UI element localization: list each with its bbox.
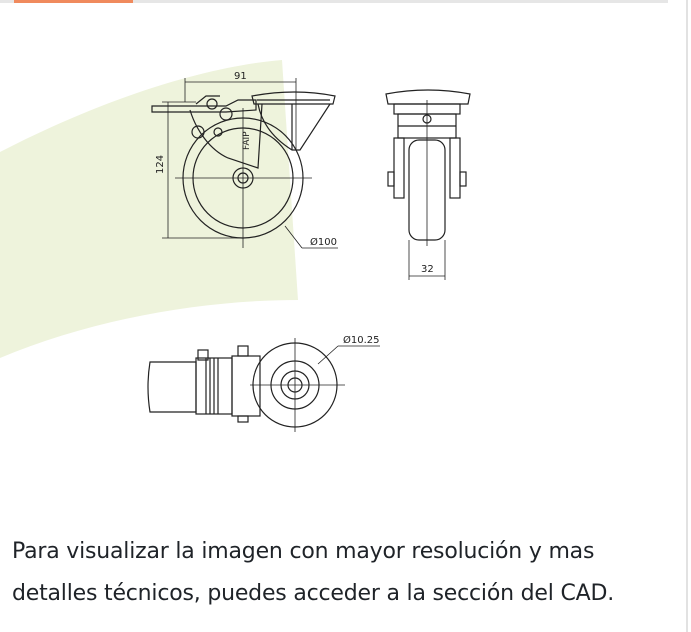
caster-technical-drawing: FAIP 91 124 Ø100 32: [0, 60, 471, 432]
active-tab-indicator: [14, 0, 133, 3]
drawing-caption: Para visualizar la imagen con mayor reso…: [12, 539, 614, 606]
brake-lever: [151, 95, 257, 139]
dim-width-top: 91: [234, 71, 247, 82]
tab-strip: [0, 0, 668, 3]
brand-mark: FAIP: [242, 131, 252, 150]
top-view: [147, 338, 345, 432]
background-highlight: [0, 60, 298, 358]
dim-height: 124: [155, 155, 166, 174]
front-view: [385, 89, 471, 246]
dim-wheel-diameter: Ø100: [310, 236, 337, 248]
dim-hole-diameter: Ø10.25: [343, 334, 380, 346]
side-view-top-plate: [251, 91, 336, 105]
panel-right-border: [686, 0, 688, 632]
dim-wheel-width: 32: [421, 264, 434, 275]
